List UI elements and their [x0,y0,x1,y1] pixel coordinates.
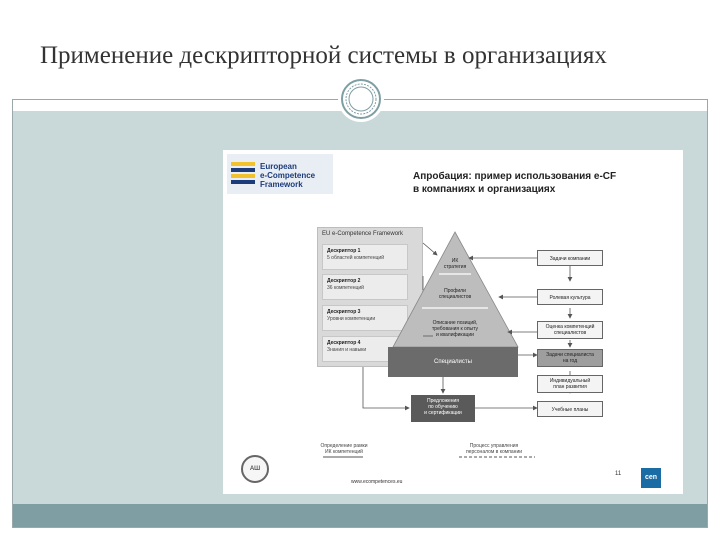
heading-line-2: в компаниях и организациях [413,184,556,195]
descriptor-text: 5 областей компетенций [327,255,384,261]
pyramid-middle-line-2: специалистов [438,294,472,300]
side-box-training-plans: Учебные планы [537,401,603,417]
cert-line-3: и сертификации [424,410,462,416]
side-box-line-1: Задачи компании [549,256,591,262]
logo-line-2: e-Competence [260,171,316,180]
specialists-bar: Специалисты [388,347,518,377]
side-box-line-1: Ролевая культура [549,295,591,301]
side-box-line-1: Индивидуальный [549,378,591,384]
eu-stars-flag-icon [231,162,255,184]
descriptor-1: Дескриптор 1 5 областей компетенций [322,244,408,270]
logo-line-1: European [260,162,297,171]
pyramid-top-line-2: стратегия [443,264,467,270]
legend-right-line-1: Процесс управления [469,443,519,449]
pyramid-lower-label: Описание позиций, требования к опыту и к… [411,320,499,338]
side-box-line-1: Оценка компетенций [545,324,595,330]
legend-hr-process: Процесс управления персоналом в компании [451,443,537,455]
page-number: 11 [615,471,622,477]
cert-line-2: по обучению [428,404,458,410]
competence-framework-figure: European e-Competence Framework Апробаци… [223,150,683,494]
side-box-line-2: на год [562,358,578,364]
cert-line-1: Предложения [426,398,460,404]
descriptor-name: Дескриптор 3 [327,309,361,315]
bottom-bar [13,504,707,527]
circle-ornament-icon [338,76,384,122]
side-box-line-1: Задачи специалиста [546,352,594,358]
pyramid-top-line-1: ИК [451,258,459,264]
legend-right-line-2: персоналом в компании [465,449,523,455]
descriptor-3: Дескриптор 3 Уровни компетенции [322,305,408,331]
descriptor-name: Дескриптор 1 [327,248,361,254]
diagram-shapes [323,231,573,458]
pyramid-middle-label: Профили специалистов [423,288,487,300]
framework-title: EU e-Competence Framework [322,231,404,237]
side-box-competence-assessment: Оценка компетенций специалистов [537,321,603,339]
pyramid-lower-line-2: требования к опыту [432,326,478,332]
pyramid-lower-line-3: и квалификации [436,332,474,338]
seal-text: АШ [249,466,261,472]
pyramid-middle-line-1: Профили [444,288,466,294]
seal-logo: АШ [241,455,269,483]
descriptor-2: Дескриптор 2 36 компетенций [322,274,408,300]
side-box-development-plan: Индивидуальный план развития [537,375,603,393]
slide-title: Применение дескрипторной системы в орган… [40,42,607,69]
ecf-logo: European e-Competence Framework [227,154,333,194]
legend-framework: Определение рамки ИК компетенций [319,443,369,455]
side-box-specialist-goals: Задачи специалиста на год [537,349,603,367]
side-box-line-2: специалистов [553,330,587,336]
descriptor-name: Дескриптор 2 [327,278,361,284]
logo-line-3: Framework [260,180,303,189]
descriptor-text: 36 компетенций [327,285,364,291]
pyramid-lower-line-1: Описание позиций, [432,320,478,326]
side-box-line-1: Учебные планы [551,407,589,413]
cen-logo: cen [641,468,661,488]
descriptor-text: Уровни компетенции [327,316,376,322]
source-url: www.ecompetences.eu [351,479,403,485]
training-certification-box: Предложения по обучению и сертификации [411,395,475,422]
descriptor-text: Знания и навыки [327,347,367,353]
specialists-label: Специалисты [434,359,472,365]
heading-line-1: Апробация: пример использования e-CF [413,171,617,182]
side-box-line-2: план развития [553,384,587,390]
descriptor-name: Дескриптор 4 [327,340,361,346]
side-box-company-goals: Задачи компании [537,250,603,266]
legend-left-line-2: ИК компетенций [325,449,363,455]
side-box-role-culture: Ролевая культура [537,289,603,305]
figure-heading: Апробация: пример использования e-CF в к… [413,170,616,196]
pyramid-top-label: ИК стратегия [439,258,471,270]
legend-left-line-1: Определение рамки [320,443,368,449]
